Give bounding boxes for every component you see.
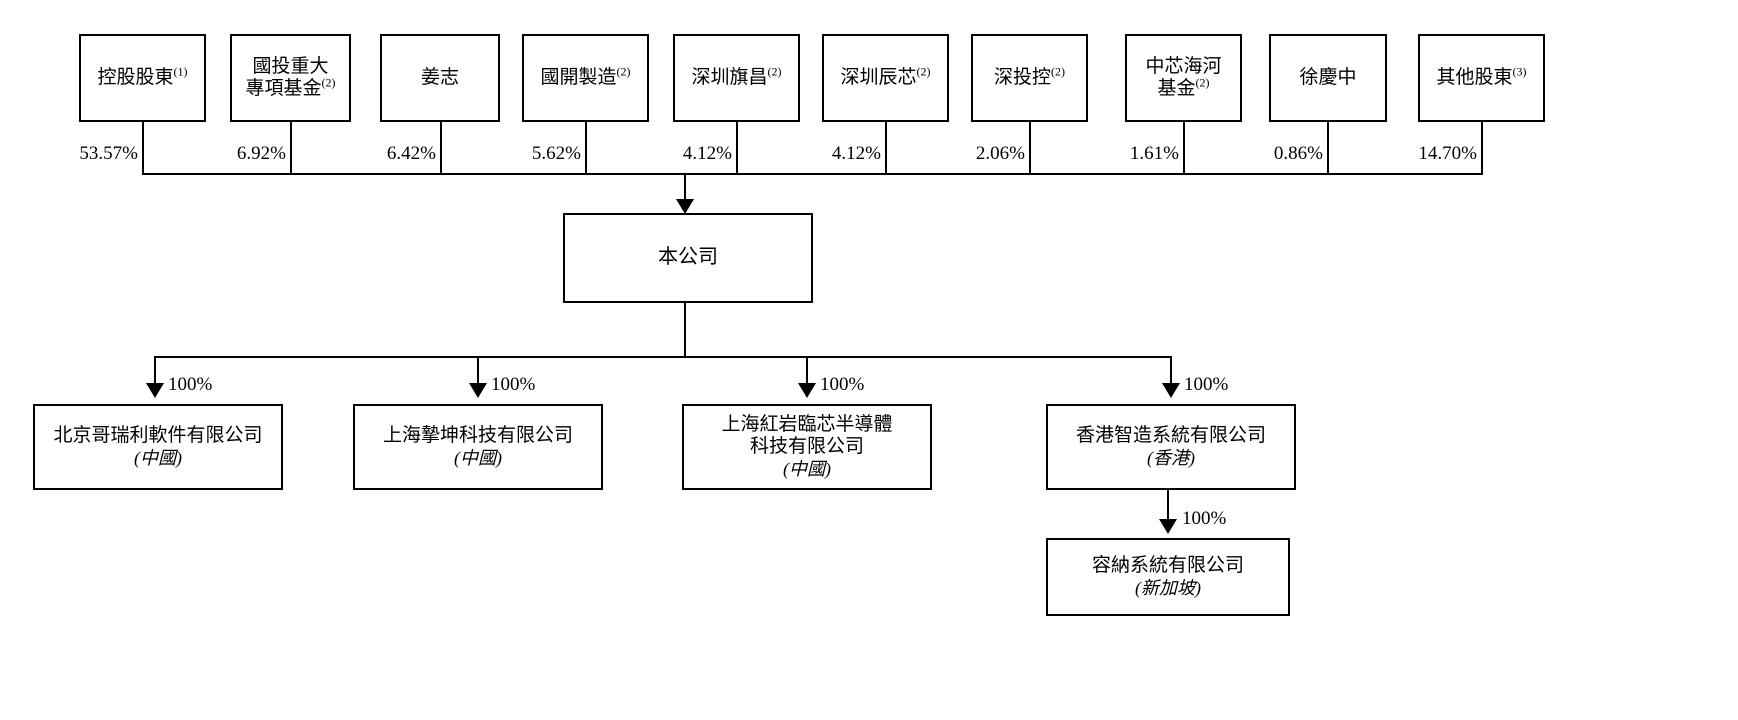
shareholder-box-5: 深圳辰芯(2): [822, 34, 949, 122]
shareholder-box-6: 深投控(2): [971, 34, 1088, 122]
shareholder-note-4: (2): [767, 64, 782, 79]
shareholder-note-6: (2): [1051, 64, 1065, 79]
connector-drop-sub-2: [806, 356, 808, 388]
arrowhead-to-company: [676, 199, 694, 214]
connector-drop-0: [142, 122, 144, 174]
ownership-pct-2: 6.42%: [386, 143, 436, 164]
connector-drop-sub-0: [154, 356, 156, 388]
subsidiary-name-2-line-0: 上海紅岩臨芯半導體: [721, 413, 893, 435]
subsidiary-box-1: 上海摯坤科技有限公司 (中國): [353, 404, 603, 490]
shareholder-note-5: (2): [916, 64, 931, 79]
subsidiary-country-3: (香港): [1147, 447, 1195, 468]
shareholder-name-4: 深圳旗昌(2): [691, 64, 782, 89]
shareholder-name-line-4-0: 深圳旗昌: [691, 66, 768, 88]
leaf-subsidiary-box: 容納系統有限公司 (新加坡): [1046, 538, 1290, 616]
subsidiary-name-2-line-1: 科技有限公司: [749, 436, 864, 458]
connector-drop-sub-1: [477, 356, 479, 388]
shareholder-name-line-7-1-text: 基金: [1157, 78, 1196, 99]
ownership-pct-3: 5.62%: [531, 143, 581, 164]
shareholder-name-line-3-0: 國開製造: [540, 66, 617, 88]
connector-drop-9: [1481, 122, 1483, 174]
subsidiary-bus-line: [154, 356, 1172, 358]
shareholder-name-0: 控股股東(1): [97, 64, 188, 89]
subsidiary-name-0: 北京哥瑞利軟件有限公司: [53, 425, 263, 447]
shareholder-name-line-2-0: 姜志: [420, 66, 459, 88]
ownership-pct-6: 2.06%: [975, 143, 1025, 164]
connector-drop-5: [885, 122, 887, 174]
subsidiary-pct-0: 100%: [168, 374, 213, 395]
shareholder-note-0: (1): [173, 64, 188, 79]
subsidiary-country-2: (中國): [783, 458, 831, 479]
ownership-pct-1: 6.92%: [236, 143, 286, 164]
shareholder-name-line-7-0: 中芯海河: [1145, 55, 1222, 77]
shareholder-note-9: (3): [1512, 64, 1527, 79]
subsidiary-name-3: 香港智造系統有限公司: [1075, 425, 1266, 447]
shareholder-box-1: 國投重大 專項基金(2): [230, 34, 351, 122]
arrowhead-sub-2: [798, 383, 816, 398]
arrowhead-sub-3: [1162, 383, 1180, 398]
subsidiary-pct-1: 100%: [491, 374, 536, 395]
shareholder-bus-line: [142, 173, 1483, 175]
subsidiary-pct-2: 100%: [820, 374, 865, 395]
connector-drop-7: [1183, 122, 1185, 174]
shareholder-box-4: 深圳旗昌(2): [673, 34, 800, 122]
subsidiary-country-0: (中國): [134, 447, 182, 468]
shareholder-box-7: 中芯海河 基金(2): [1125, 34, 1242, 122]
shareholder-name-5: 深圳辰芯(2): [840, 64, 931, 89]
shareholder-name-8: 徐慶中: [1299, 67, 1356, 89]
connector-bus-to-company: [684, 173, 686, 204]
company-label: 本公司: [658, 246, 718, 269]
shareholder-box-8: 徐慶中: [1269, 34, 1387, 122]
shareholder-box-0: 控股股東(1): [79, 34, 206, 122]
leaf-name: 容納系統有限公司: [1091, 555, 1244, 577]
subsidiary-box-3: 香港智造系統有限公司 (香港): [1046, 404, 1296, 490]
shareholder-name-line-1-0: 國投重大: [252, 55, 329, 77]
ownership-pct-0: 53.57%: [79, 143, 138, 164]
connector-drop-4: [736, 122, 738, 174]
shareholder-box-3: 國開製造(2): [522, 34, 649, 122]
ownership-pct-5: 4.12%: [831, 143, 881, 164]
shareholder-name-line-7-1: 基金(2): [1157, 75, 1210, 100]
shareholder-name-line-1-1-text: 專項基金: [245, 78, 322, 99]
subsidiary-name-1: 上海摯坤科技有限公司: [382, 425, 573, 447]
shareholder-note-1: (2): [321, 75, 336, 90]
leaf-country: (新加坡): [1135, 577, 1201, 598]
shareholder-name-line-8-0: 徐慶中: [1299, 66, 1357, 88]
ownership-pct-4: 4.12%: [682, 143, 732, 164]
shareholder-name-9: 其他股東(3): [1436, 64, 1527, 89]
connector-drop-1: [290, 122, 292, 174]
shareholder-name-6: 深投控(2): [993, 64, 1065, 89]
shareholder-name-line-6-0: 深投控: [993, 66, 1051, 88]
leaf-pct: 100%: [1182, 508, 1227, 529]
subsidiary-box-2: 上海紅岩臨芯半導體 科技有限公司 (中國): [682, 404, 932, 490]
ownership-pct-9: 14.70%: [1418, 143, 1477, 164]
connector-company-down: [684, 303, 686, 357]
shareholder-name-line-5-0: 深圳辰芯: [840, 66, 917, 88]
arrowhead-sub-1: [469, 383, 487, 398]
ownership-pct-7: 1.61%: [1129, 143, 1179, 164]
connector-drop-8: [1327, 122, 1329, 174]
shareholder-name-line-0-0: 控股股東: [97, 66, 174, 88]
connector-drop-sub-3: [1170, 356, 1172, 388]
connector-drop-6: [1029, 122, 1031, 174]
connector-hk-to-sg: [1167, 490, 1169, 523]
company-box: 本公司: [563, 213, 813, 303]
ownership-pct-8: 0.86%: [1273, 143, 1323, 164]
shareholder-box-2: 姜志: [380, 34, 500, 122]
shareholder-note-7: (2): [1195, 75, 1210, 90]
subsidiary-pct-3: 100%: [1184, 374, 1229, 395]
connector-drop-2: [440, 122, 442, 174]
shareholder-name-line-1-1: 專項基金(2): [245, 75, 336, 100]
shareholder-name-3: 國開製造(2): [540, 64, 631, 89]
arrowhead-sg: [1159, 519, 1177, 534]
connector-drop-3: [585, 122, 587, 174]
shareholder-box-9: 其他股東(3): [1418, 34, 1545, 122]
shareholder-name-2: 姜志: [421, 67, 459, 89]
shareholder-name-line-9-0: 其他股東: [1436, 66, 1513, 88]
subsidiary-country-1: (中國): [454, 447, 502, 468]
subsidiary-box-0: 北京哥瑞利軟件有限公司 (中國): [33, 404, 283, 490]
arrowhead-sub-0: [146, 383, 164, 398]
shareholder-note-3: (2): [616, 64, 631, 79]
